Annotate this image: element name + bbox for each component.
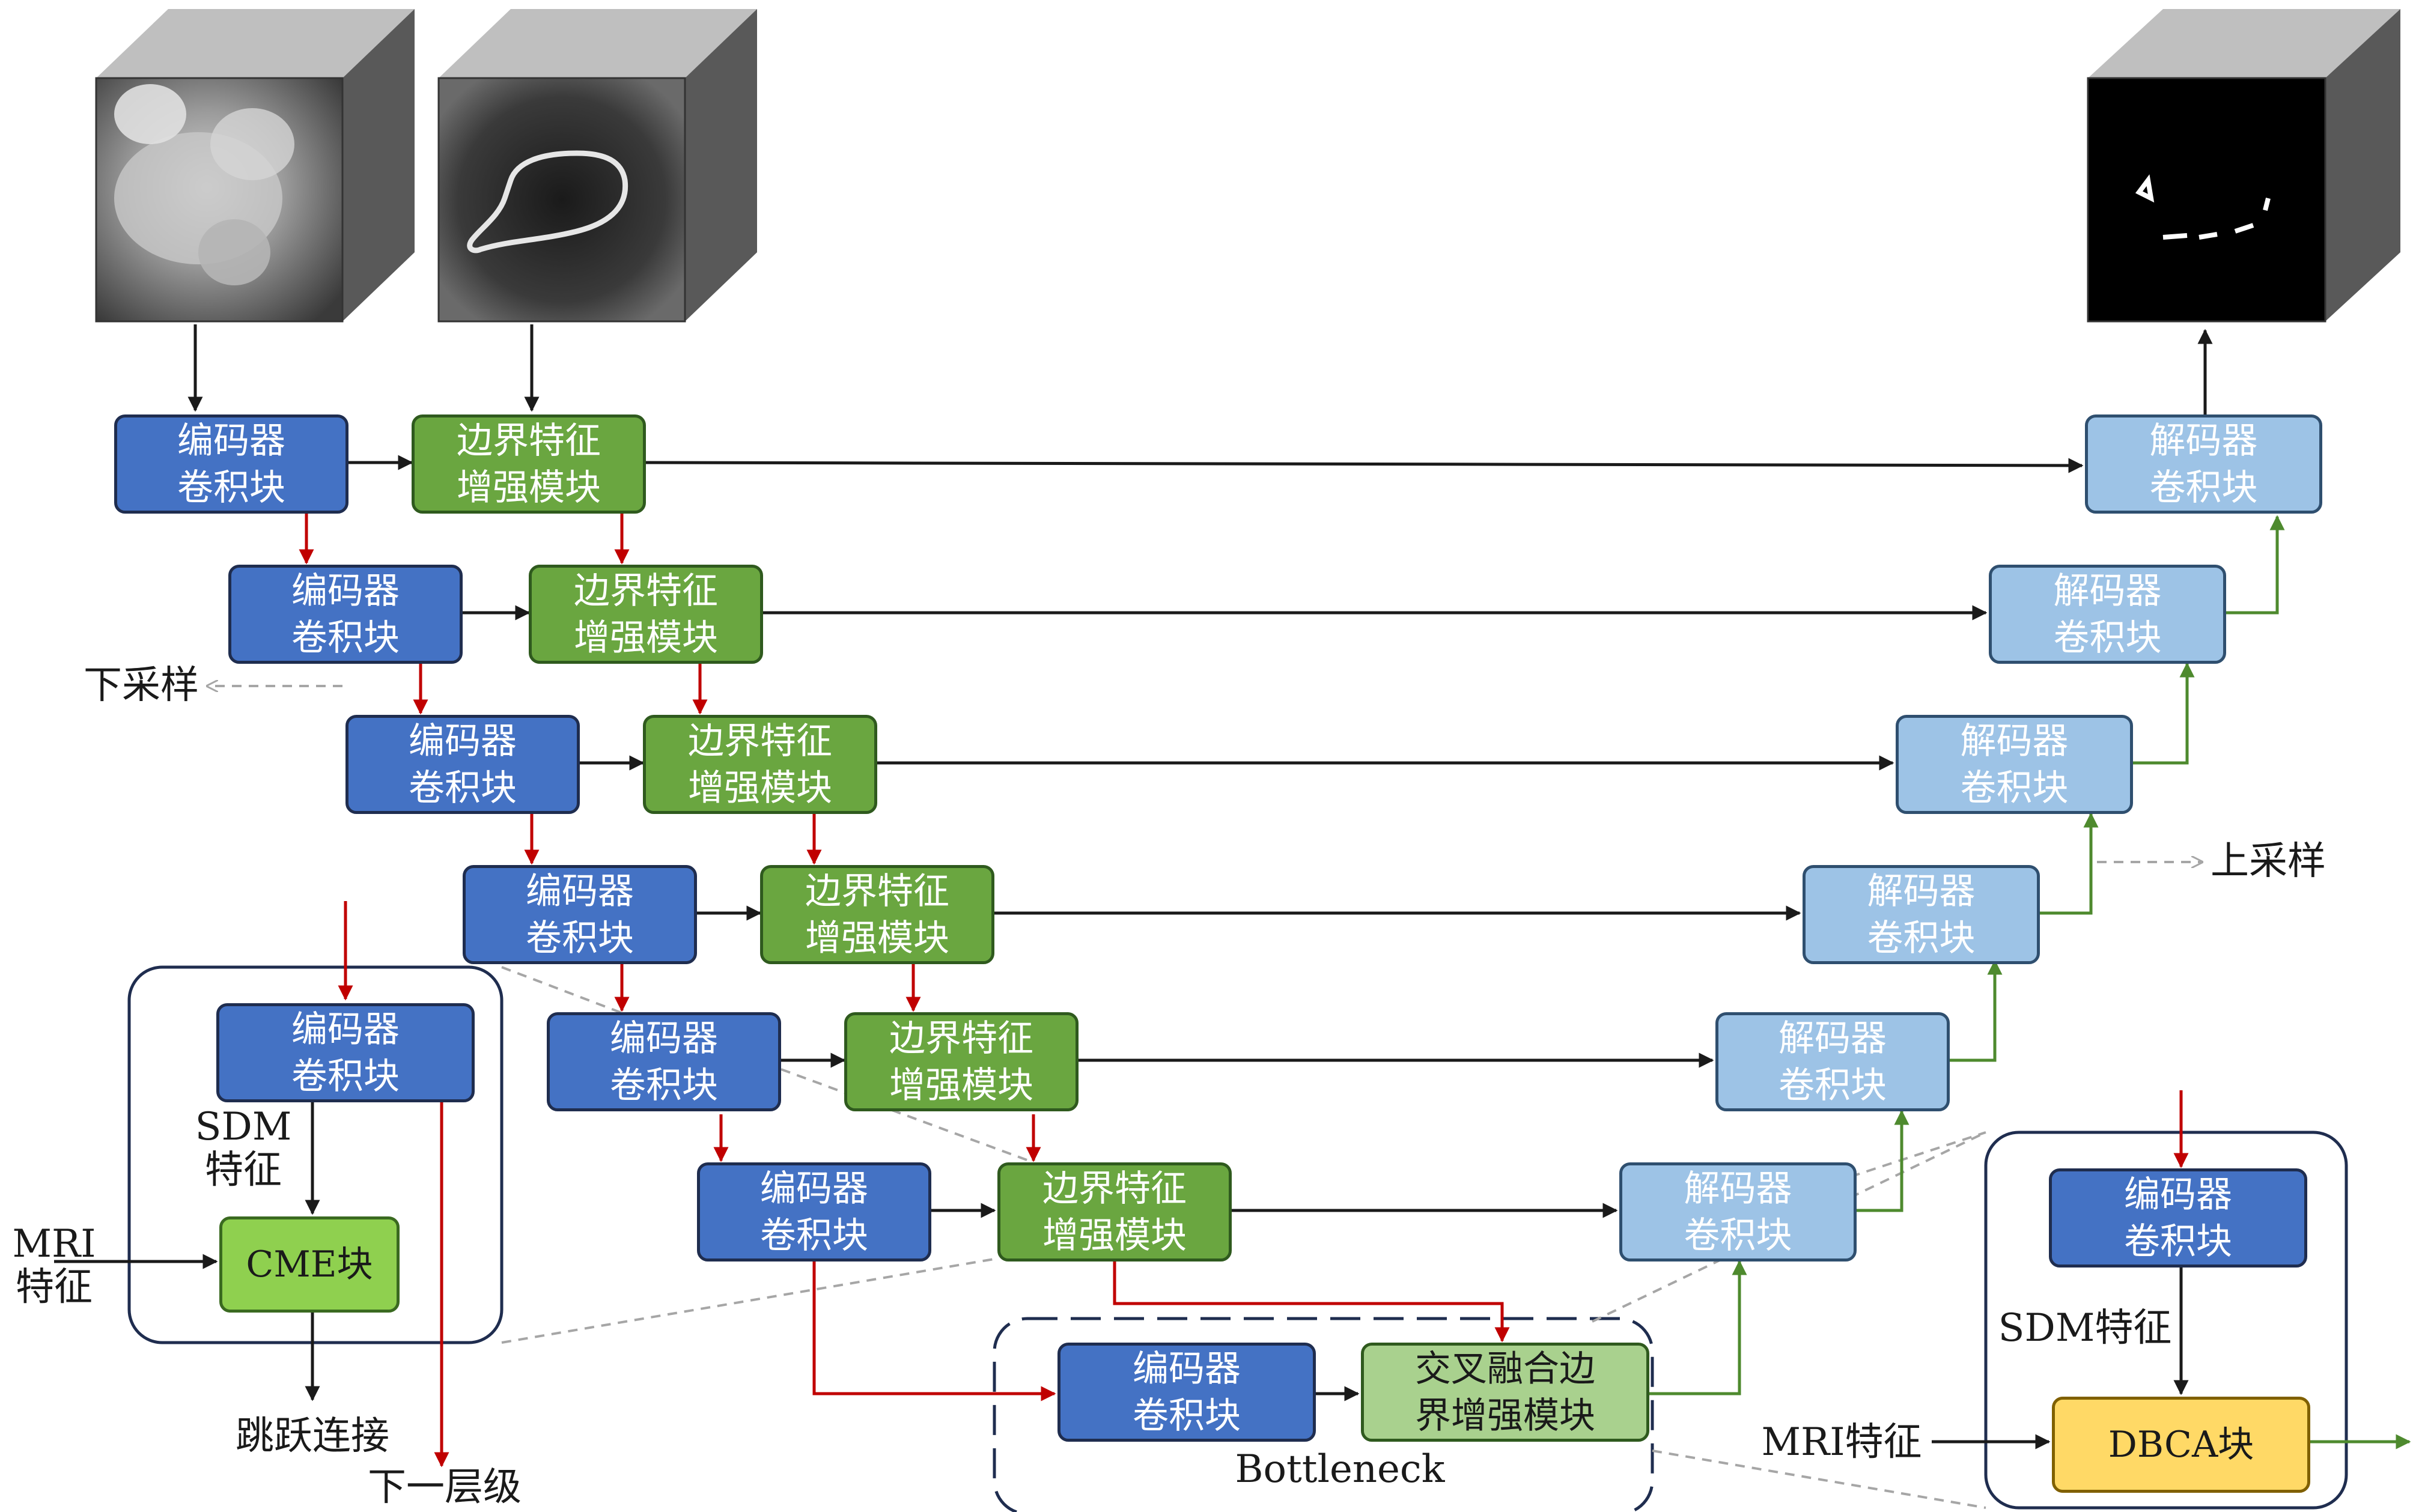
next-level-label: 下一层级 <box>368 1465 522 1510</box>
cme-block: CME块 <box>219 1216 400 1313</box>
cross-fusion-boundary-module: 交叉融合边 界增强模块 <box>1361 1343 1649 1442</box>
encoder-block-6: 编码器 卷积块 <box>697 1162 931 1262</box>
dbca-detail-frame <box>1984 1131 2348 1510</box>
cme-detail-frame <box>127 965 504 1344</box>
boundary-module-2: 边界特征 增强模块 <box>529 565 763 664</box>
encoder-block-3: 编码器 卷积块 <box>345 715 580 814</box>
decoder-block-2: 解码器 卷积块 <box>1989 565 2226 664</box>
encoder-block-bottleneck: 编码器 卷积块 <box>1057 1343 1316 1442</box>
sdm-feature-label: SDM 特征 <box>195 1105 292 1192</box>
encoder-block-dbca-detail: 编码器 卷积块 <box>2049 1168 2307 1268</box>
dbca-block: DBCA块 <box>2052 1397 2310 1493</box>
downsample-label: 下采样 <box>84 663 199 708</box>
decoder-block-5: 解码器 卷积块 <box>1715 1012 1950 1111</box>
mri-feature-right-label: MRI特征 <box>1761 1420 1922 1465</box>
encoder-block-4: 编码器 卷积块 <box>463 865 697 964</box>
green-arrows <box>1649 515 2411 1450</box>
decoder-block-4: 解码器 卷积块 <box>1803 865 2040 964</box>
bottleneck-label: Bottleneck <box>1235 1447 1445 1492</box>
black-arrows <box>54 324 2213 1450</box>
red-arrows <box>299 514 2189 1468</box>
segmentation-output-cube <box>2087 9 2400 323</box>
upsample-label: 上采样 <box>2211 839 2326 884</box>
mri-input-cube <box>95 9 415 323</box>
boundary-module-5: 边界特征 增强模块 <box>844 1012 1079 1111</box>
boundary-module-4: 边界特征 增强模块 <box>760 865 994 964</box>
encoder-block-2: 编码器 卷积块 <box>228 565 463 664</box>
mri-feature-label: MRI 特征 <box>12 1222 96 1310</box>
decoder-block-1: 解码器 卷积块 <box>2085 414 2322 514</box>
bottleneck-frame <box>993 1317 1654 1512</box>
boundary-module-1: 边界特征 增强模块 <box>412 414 646 514</box>
sdm-feature-right-label: SDM特征 <box>1998 1306 2172 1350</box>
encoder-block-cme-detail: 编码器 卷积块 <box>216 1003 475 1102</box>
encoder-block-5: 编码器 卷积块 <box>547 1012 781 1111</box>
decoder-block-6: 解码器 卷积块 <box>1619 1162 1857 1262</box>
decoder-block-3: 解码器 卷积块 <box>1896 715 2133 814</box>
sdm-input-cube <box>437 9 757 323</box>
skip-connection-label: 跳跃连接 <box>236 1414 389 1459</box>
encoder-block-1: 编码器 卷积块 <box>114 414 348 514</box>
boundary-module-6: 边界特征 增强模块 <box>997 1162 1232 1262</box>
boundary-module-3: 边界特征 增强模块 <box>643 715 877 814</box>
